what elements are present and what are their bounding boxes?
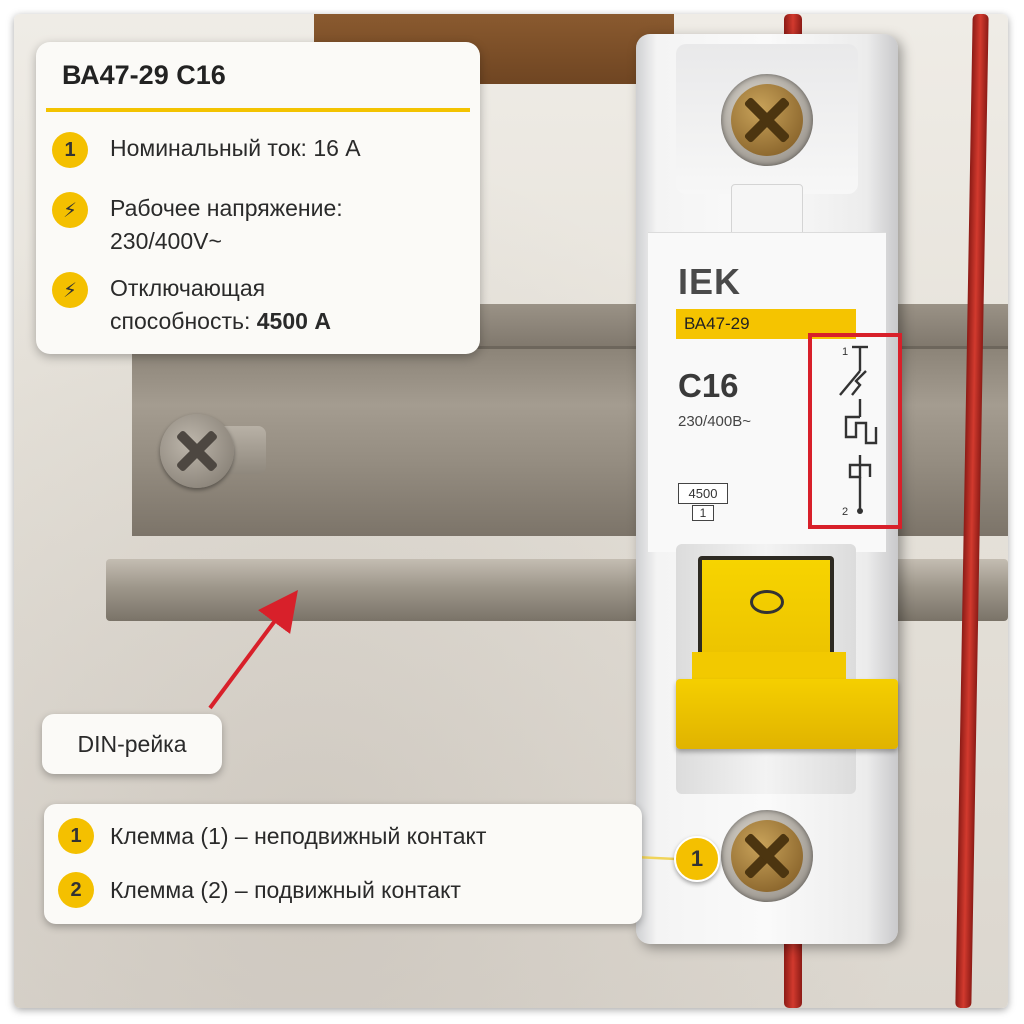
lightning-bolt-icon: ⚡: [52, 192, 88, 228]
spec-text: Номинальный ток: 16 А: [110, 135, 361, 161]
lever-housing: [676, 544, 898, 794]
bottom-terminal-screw: [721, 810, 813, 902]
terminal-row-2: 2 Клемма (2) – подвижный контакт: [58, 872, 461, 908]
brand-logo: IEK: [678, 261, 742, 302]
rating-label: C16: [678, 367, 739, 404]
breaker-face-panel: IEK ВА47-29 C16 230/400В~ 4500 1: [648, 232, 902, 552]
lightning-bolt-icon: ⚡: [52, 272, 88, 308]
terminal-row-1: 1 Клемма (1) – неподвижный контакт: [58, 818, 486, 854]
spec-text: Отключающая способность: 4500 А: [110, 275, 331, 334]
voltage-label: 230/400В~: [678, 413, 751, 430]
spec-divider: [46, 108, 470, 112]
top-terminal-screw: [721, 74, 813, 166]
spec-title: ВА47-29 С16: [62, 60, 226, 90]
off-mark: [750, 590, 784, 614]
rail-mounting-screw: [160, 414, 234, 488]
spec-row-voltage: ⚡ Рабочее напряжение: 230/400V~: [52, 192, 343, 258]
spec-row-breaking-capacity: ⚡ Отключающая способность: 4500 А: [52, 272, 331, 338]
breaker-schematic-icon: 1 2: [839, 345, 878, 518]
spec-card: ВА47-29 С16 1 Номинальный ток: 16 А ⚡ Ра…: [36, 42, 480, 354]
lever-base: [676, 679, 898, 749]
lever-base-top: [692, 652, 846, 682]
breaking-capacity-label: 4500: [678, 483, 728, 504]
capacity-class-label: 1: [692, 505, 714, 521]
circuit-breaker: IEK ВА47-29 C16 230/400В~ 4500 1: [636, 34, 902, 944]
wiring-diagram-highlight: 1 2: [808, 333, 902, 529]
terminal-callout-badge: 1: [674, 836, 720, 882]
diagram-terminal-2-label: 2: [842, 506, 848, 518]
terminal-text: Клемма (2) – подвижный контакт: [110, 876, 461, 903]
number-marker: 1: [58, 818, 94, 854]
number-marker: 1: [52, 132, 88, 168]
number-marker: 2: [58, 872, 94, 908]
din-rail-label: DIN-рейка: [42, 714, 222, 774]
din-rail-arrow: [208, 589, 298, 710]
model-label: ВА47-29: [676, 309, 856, 339]
terminal-card: 1 Клемма (1) – неподвижный контакт 2 Кле…: [44, 804, 642, 924]
terminal-text: Клемма (1) – неподвижный контакт: [110, 822, 487, 849]
photo-frame: IEK ВА47-29 C16 230/400В~ 4500 1: [14, 14, 1008, 1008]
spec-text: Рабочее напряжение: 230/400V~: [110, 195, 343, 254]
spec-row-current: 1 Номинальный ток: 16 А: [52, 132, 361, 168]
diagram-terminal-1-label: 1: [842, 346, 848, 358]
